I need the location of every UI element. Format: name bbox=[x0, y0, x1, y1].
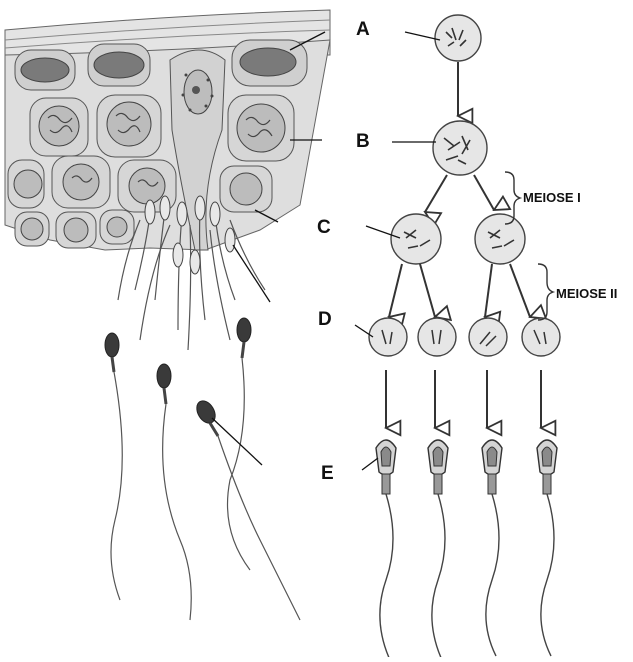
cell-c-left bbox=[391, 214, 441, 264]
label-b: B bbox=[356, 131, 370, 153]
arrow-c-d2 bbox=[420, 264, 435, 317]
arrow-c-d4 bbox=[510, 264, 530, 317]
label-meiose-i: MEIOSE I bbox=[523, 190, 581, 205]
cell-c-right bbox=[475, 214, 525, 264]
arrow-b-c2 bbox=[474, 175, 494, 210]
arrow-c-d1 bbox=[389, 264, 402, 317]
label-d: D bbox=[318, 309, 332, 331]
arrow-c-d3 bbox=[485, 264, 492, 317]
label-a: A bbox=[356, 19, 370, 41]
sperm-e bbox=[376, 440, 557, 657]
cell-a bbox=[435, 15, 481, 61]
seminiferous-tubule-illustration bbox=[5, 10, 330, 620]
label-c: C bbox=[317, 217, 331, 239]
meiose-ii-brace bbox=[538, 264, 553, 320]
label-meiose-ii: MEIOSE II bbox=[556, 286, 617, 301]
free-sperm bbox=[105, 318, 300, 620]
arrow-b-c1 bbox=[425, 175, 447, 212]
meiosis-sequence bbox=[355, 15, 560, 657]
cell-b bbox=[433, 121, 487, 175]
cells-d bbox=[369, 318, 560, 356]
label-e: E bbox=[321, 463, 334, 485]
